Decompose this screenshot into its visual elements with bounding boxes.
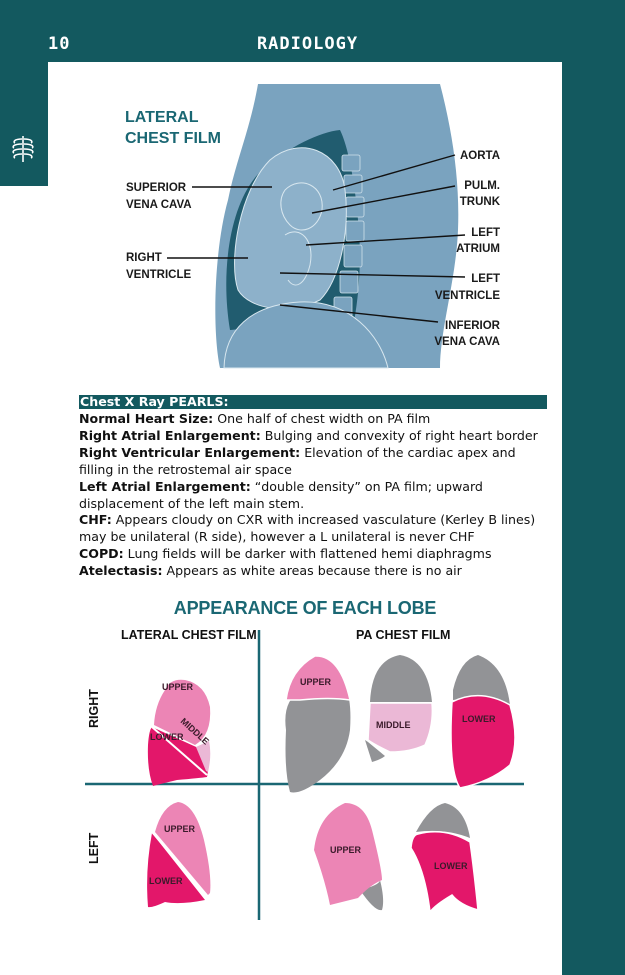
- svg-text:LOWER: LOWER: [434, 861, 468, 871]
- svg-text:UPPER: UPPER: [300, 677, 332, 687]
- label-aorta: AORTA: [460, 150, 500, 162]
- lobes-diagram: UPPER LOWER MIDDLE UPPER MIDDLE LOWER UP…: [85, 630, 524, 920]
- pearl-item: Right Atrial Enlargement: Bulging and co…: [79, 428, 547, 445]
- label-pulm-1: PULM.: [464, 180, 500, 192]
- label-svc-1: SUPERIOR: [126, 182, 187, 194]
- pearl-term: Atelectasis:: [79, 563, 163, 579]
- left-lateral-lung: UPPER LOWER: [147, 802, 211, 908]
- label-svc-2: VENA CAVA: [126, 199, 192, 211]
- left-pa-lower-lung: LOWER: [410, 803, 479, 915]
- page-number: 10: [48, 34, 71, 54]
- label-la-1: LEFT: [471, 227, 500, 239]
- pearl-text: Lung fields will be darker with flattene…: [123, 546, 492, 562]
- pearl-item: Atelectasis: Appears as white areas beca…: [79, 563, 547, 580]
- right-pa-upper-lung: UPPER: [285, 655, 351, 793]
- label-rv-2: VENTRICLE: [126, 269, 192, 281]
- pearl-text: Bulging and convexity of right heart bor…: [260, 427, 538, 443]
- right-pa-middle-lung: MIDDLE: [365, 655, 434, 762]
- chapter-tab: [0, 62, 48, 186]
- pearl-text: Appears as white areas because there is …: [162, 563, 462, 579]
- header-band: [0, 0, 625, 62]
- pearl-text: Elevation of the cardiac apex and fillin…: [79, 444, 516, 477]
- label-lv-2: VENTRICLE: [435, 290, 501, 302]
- label-ivc-1: INFERIOR: [445, 320, 501, 332]
- pearl-term: Left Atrial Enlargement:: [79, 478, 251, 494]
- pearl-item: Normal Heart Size: One half of chest wid…: [79, 411, 547, 428]
- side-band: [562, 0, 625, 975]
- pearls-header: Chest X Ray PEARLS:: [79, 395, 547, 409]
- svg-text:LOWER: LOWER: [150, 732, 184, 742]
- pearl-text: One half of chest width on PA film: [213, 411, 431, 426]
- illustration-title-line1: LATERAL: [125, 109, 199, 126]
- svg-text:UPPER: UPPER: [164, 824, 196, 834]
- label-lv-1: LEFT: [471, 273, 500, 285]
- label-rv-1: RIGHT: [126, 252, 162, 264]
- pearl-text: Appears cloudy on CXR with increased vas…: [79, 512, 536, 545]
- pearl-item: Right Ventricular Enlargement: Elevation…: [79, 445, 547, 479]
- pearl-term: COPD:: [79, 546, 124, 562]
- lateral-chest-film-illustration: LATERAL CHEST FILM SUPERIOR VENA CAVA RI…: [125, 84, 501, 369]
- illustration-title-line2: CHEST FILM: [125, 130, 221, 147]
- label-la-2: ATRIUM: [456, 243, 500, 255]
- pearl-text: “double density” on PA film; upward disp…: [79, 478, 483, 511]
- pearl-item: Left Atrial Enlargement: “double density…: [79, 479, 547, 513]
- col-label-lateral: LATERAL CHEST FILM: [121, 628, 257, 642]
- svg-text:MIDDLE: MIDDLE: [376, 720, 411, 730]
- label-ivc-2: VENA CAVA: [434, 336, 500, 348]
- section-title: RADIOLOGY: [256, 34, 359, 54]
- chest-xray-pearls: Chest X Ray PEARLS: Normal Heart Size: O…: [79, 395, 547, 580]
- pearl-term: CHF:: [79, 512, 112, 528]
- svg-text:LOWER: LOWER: [149, 876, 183, 886]
- pearl-term: Right Ventricular Enlargement:: [79, 444, 301, 460]
- svg-text:UPPER: UPPER: [162, 682, 194, 692]
- col-label-pa: PA CHEST FILM: [356, 628, 451, 642]
- left-pa-upper-lung: UPPER: [314, 803, 384, 911]
- lobes-title: APPEARANCE OF EACH LOBE: [173, 598, 437, 618]
- pearl-term: Normal Heart Size:: [79, 411, 214, 426]
- svg-text:LOWER: LOWER: [462, 714, 496, 724]
- right-lateral-lung: UPPER LOWER MIDDLE: [147, 679, 211, 786]
- right-pa-lower-lung: LOWER: [450, 655, 516, 789]
- pearl-item: CHF: Appears cloudy on CXR with increase…: [79, 512, 547, 546]
- ribcage-icon: [12, 136, 34, 162]
- pearl-item: COPD: Lung fields will be darker with fl…: [79, 546, 547, 563]
- pearl-term: Right Atrial Enlargement:: [79, 427, 261, 443]
- label-pulm-2: TRUNK: [460, 196, 501, 208]
- svg-text:UPPER: UPPER: [330, 845, 362, 855]
